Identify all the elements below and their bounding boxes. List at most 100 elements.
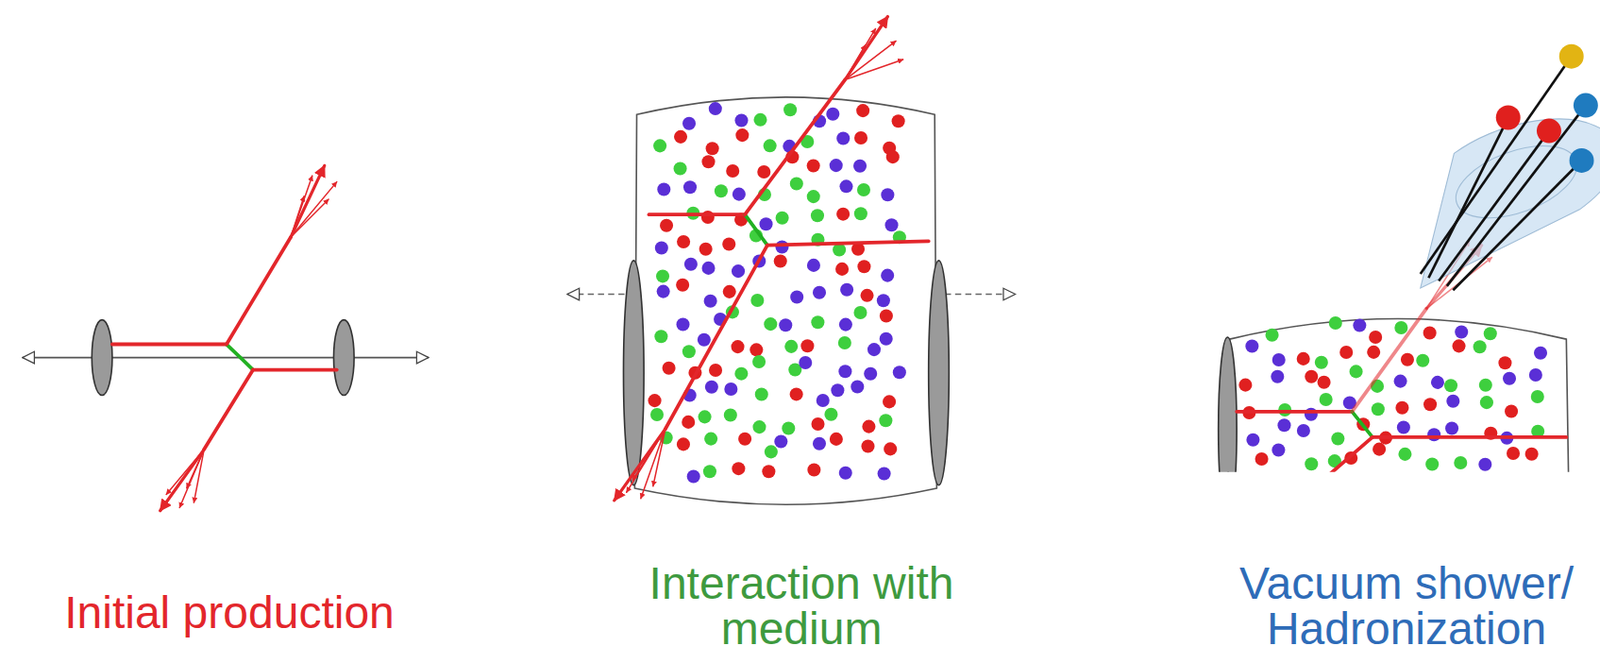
medium-particle xyxy=(829,158,843,172)
medium-particle xyxy=(1431,375,1445,389)
medium-particle xyxy=(857,183,871,197)
medium-particle xyxy=(892,114,906,128)
medium-particle xyxy=(1451,338,1466,353)
medium-particle xyxy=(1502,371,1516,386)
medium-particle xyxy=(655,241,669,255)
medium-particle xyxy=(714,184,728,198)
medium-particle xyxy=(704,294,718,308)
medium-particle xyxy=(1319,392,1333,406)
medium-particle xyxy=(774,239,789,253)
medium-particle xyxy=(705,380,719,394)
medium-particle xyxy=(749,342,763,356)
medium-particle xyxy=(790,290,804,304)
medium-particle xyxy=(656,285,671,299)
medium-particle xyxy=(656,182,671,196)
medium-particle xyxy=(867,342,881,356)
medium-particle xyxy=(1453,455,1467,470)
hadron xyxy=(1569,148,1595,173)
parton-line xyxy=(166,449,204,495)
hadron-track xyxy=(1428,117,1508,279)
medium-particle xyxy=(1366,345,1381,359)
medium-particle xyxy=(883,441,897,455)
medium-particle xyxy=(662,361,676,375)
medium-particle xyxy=(653,138,667,152)
medium-particle xyxy=(735,128,749,142)
parton-line xyxy=(744,80,845,216)
medium-particle xyxy=(708,101,723,116)
medium-particle xyxy=(725,164,740,178)
medium-particle xyxy=(654,329,668,343)
medium-particle xyxy=(676,437,691,451)
medium-particle xyxy=(699,242,713,256)
parton-line xyxy=(649,212,746,217)
medium-particle xyxy=(810,315,825,329)
parton-line xyxy=(203,370,253,450)
parton-line xyxy=(112,342,227,347)
medium-particle xyxy=(759,217,774,231)
parton-line xyxy=(844,28,876,80)
medium-particle xyxy=(1265,328,1280,342)
parton-line xyxy=(193,449,204,503)
medium-particle xyxy=(701,261,715,275)
medium-particle xyxy=(784,339,798,354)
medium-particle xyxy=(1349,364,1364,378)
medium-particle xyxy=(856,103,870,118)
medium-particle xyxy=(755,387,769,401)
medium-particle xyxy=(1473,339,1487,354)
medium-particle xyxy=(1304,370,1318,384)
medium-particle xyxy=(839,318,853,332)
medium-particle xyxy=(704,432,718,446)
medium-particle xyxy=(1371,402,1385,416)
parton-line xyxy=(744,214,768,245)
medium-sketch xyxy=(567,16,1016,506)
medium-particle xyxy=(1480,395,1494,409)
medium-particle xyxy=(753,113,767,127)
medium-particle xyxy=(839,466,853,480)
medium-particle xyxy=(656,269,670,283)
medium-particle xyxy=(774,434,788,448)
parton-line xyxy=(290,182,337,237)
medium-particle xyxy=(812,437,826,451)
medium-particle xyxy=(1504,404,1518,419)
medium-particle xyxy=(684,257,698,271)
medium-particle xyxy=(863,367,877,381)
medium-particle xyxy=(1255,452,1269,466)
medium-particle xyxy=(1533,346,1548,360)
parton-line xyxy=(844,45,866,81)
medium-particle xyxy=(880,187,894,202)
medium-particle xyxy=(673,161,688,175)
medium-particle xyxy=(781,421,795,435)
parton-line xyxy=(1236,409,1352,414)
parton-line xyxy=(160,449,204,511)
stage-caption: Interaction with medium xyxy=(603,560,1000,652)
medium-particle xyxy=(659,218,674,233)
hadron xyxy=(1573,93,1599,118)
medium-particle xyxy=(798,355,812,370)
medium-particle xyxy=(774,253,788,268)
medium-particle xyxy=(732,187,746,202)
medium-particle xyxy=(1479,378,1493,392)
parton-line xyxy=(614,428,666,501)
parton-line xyxy=(186,449,204,489)
medium-particle xyxy=(734,113,748,127)
medium-particle xyxy=(1296,352,1311,366)
parton-line xyxy=(290,199,329,237)
medium-particle xyxy=(1425,456,1439,471)
medium-particle xyxy=(835,262,849,276)
medium-particle xyxy=(1483,326,1498,340)
hadron xyxy=(1496,105,1521,131)
medium-particle xyxy=(752,354,766,369)
medium-particle xyxy=(860,288,875,303)
medium-particle xyxy=(1397,447,1412,461)
hadron xyxy=(1559,44,1584,69)
parton-line xyxy=(226,236,291,345)
medium-particle xyxy=(650,407,664,422)
parton-line xyxy=(1311,437,1373,472)
medium-particle xyxy=(757,165,771,179)
medium-particle xyxy=(879,309,893,323)
medium-particle xyxy=(876,293,891,307)
hadron-track xyxy=(1452,160,1582,290)
medium-particle xyxy=(853,305,867,320)
medium-particle xyxy=(1525,447,1539,461)
medium-particle xyxy=(1277,418,1291,432)
